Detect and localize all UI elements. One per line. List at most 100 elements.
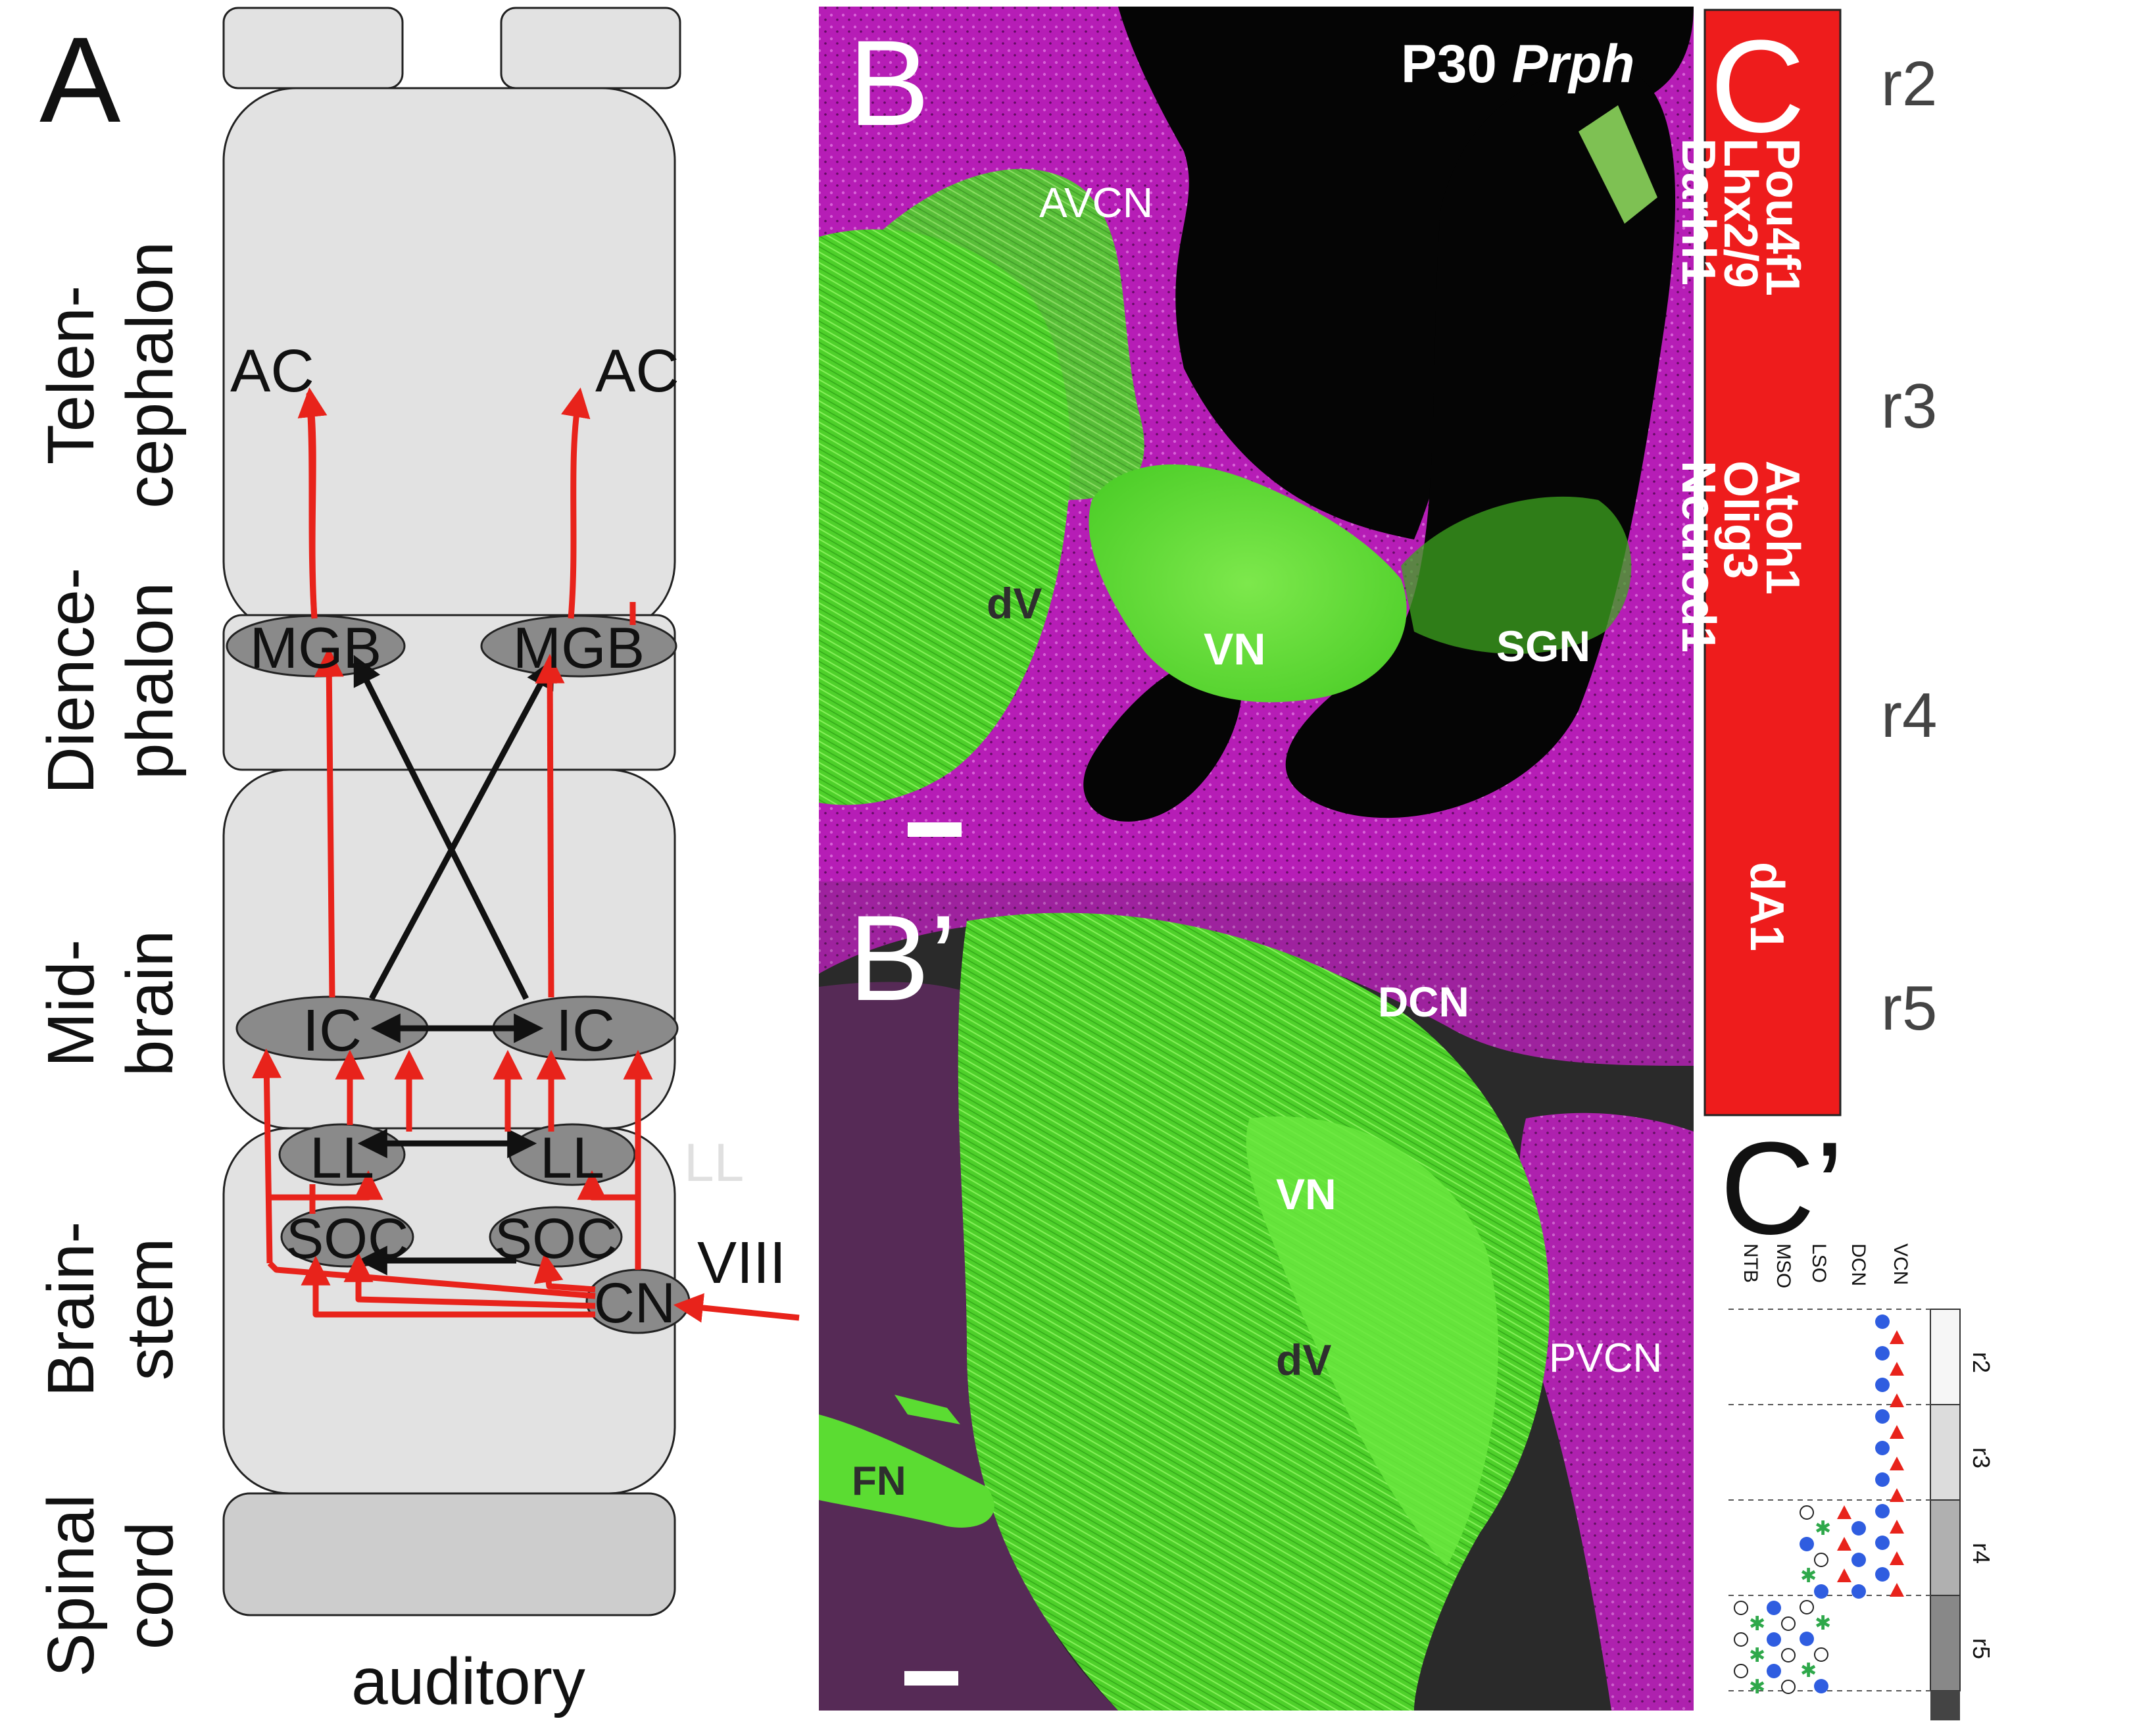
ac-right-label: AC — [595, 338, 679, 405]
c2-blue-cell — [1767, 1664, 1781, 1678]
olfactory-box-left — [222, 7, 404, 89]
c2-star-cell: ✱ — [1749, 1613, 1765, 1636]
c2-bar-tail — [1930, 1691, 1960, 1720]
panel-a: A Telen- cephalon Dience- phalon Mid- br… — [34, 7, 800, 1718]
panel-c-genes-col1: Pou4f1 Lhx2/9 Barhl1 — [1672, 138, 1809, 296]
c2-col-vcn: VCN — [1890, 1243, 1911, 1285]
c2-blue-cell — [1851, 1553, 1866, 1567]
ic-left-label: IC — [303, 998, 362, 1064]
c2-red-cell — [1890, 1457, 1904, 1470]
c2-open-cell — [1800, 1600, 1814, 1614]
panel-c-letter: C — [1710, 13, 1805, 160]
gene-lhx29: Lhx2/9 — [1714, 138, 1767, 288]
c2-open-cell — [1814, 1553, 1828, 1567]
rhombomere-r5-label: r5 — [1881, 973, 1937, 1043]
panel-b2-green-bright — [1246, 1116, 1498, 1566]
rhombomere-r4-label: r4 — [1881, 680, 1937, 751]
region-label-spinal-2: cord — [113, 1522, 187, 1650]
panel-c: C Pou4f1 Lhx2/9 Barhl1 Atoh1 Olig3 Neuro… — [1672, 9, 1937, 1116]
ll-right-label: LL — [540, 1125, 604, 1190]
c2-open-cell — [1781, 1648, 1796, 1663]
c2-bar-label-r4: r4 — [1968, 1543, 1995, 1564]
c2-bar-label-r3: r3 — [1968, 1447, 1995, 1468]
panel-b-label-avcn: AVCN — [1039, 179, 1153, 226]
panel-b-label-vn: VN — [1204, 624, 1265, 674]
panel-b-prime: B’ DCN VN dV PVCN FN — [819, 882, 1694, 1711]
panel-c-domain: dA1 — [1740, 862, 1793, 951]
c2-open-cell — [1781, 1680, 1796, 1694]
c2-blue-cell — [1767, 1601, 1781, 1615]
c2-cell-symbols: ✱✱✱✱✱✱✱ — [1734, 1314, 1904, 1699]
panel-b-label-dv: dV — [987, 579, 1042, 628]
region-label-brainstem-2: stem — [113, 1238, 187, 1381]
gene-barhl1: Barhl1 — [1672, 138, 1725, 286]
c2-blue-cell — [1875, 1378, 1890, 1392]
c2-blue-cell — [1875, 1441, 1890, 1455]
c2-red-cell — [1890, 1425, 1904, 1439]
c2-blue-cell — [1875, 1409, 1890, 1424]
c2-blue-cell — [1800, 1537, 1814, 1551]
ascending-pathways — [251, 387, 800, 1323]
c2-red-cell — [1890, 1330, 1904, 1344]
c2-bar-r3 — [1930, 1404, 1961, 1501]
panel-c-red-column — [1703, 9, 1842, 1116]
panel-b2-label-vn: VN — [1276, 1170, 1336, 1218]
c2-blue-cell — [1814, 1584, 1828, 1599]
olfactory-box-right — [500, 7, 681, 89]
ac-left-label: AC — [230, 338, 314, 405]
c2-blue-cell — [1875, 1536, 1890, 1550]
region-label-diencephalon-2: phalon — [113, 582, 187, 780]
c2-bar-r4 — [1930, 1499, 1961, 1596]
c2-red-cell — [1890, 1583, 1904, 1597]
c2-red-cell — [1890, 1551, 1904, 1565]
ll-outside-label: LL — [684, 1133, 744, 1193]
c2-star-cell: ✱ — [1749, 1644, 1765, 1667]
crossing-pathways — [353, 655, 554, 1276]
panel-a-letter: A — [39, 12, 121, 148]
panel-b2-label-dcn: DCN — [1378, 978, 1469, 1026]
c2-open-cell — [1734, 1632, 1748, 1647]
c2-open-cell — [1734, 1664, 1748, 1678]
c2-open-cell — [1814, 1647, 1828, 1662]
c2-red-cell — [1837, 1537, 1851, 1551]
c2-star-cell: ✱ — [1749, 1676, 1765, 1699]
region-label-brainstem-1: Brain- — [34, 1222, 108, 1397]
c2-open-cell — [1781, 1616, 1796, 1631]
spinal-cord-box — [222, 1492, 676, 1616]
c2-star-cell: ✱ — [1800, 1659, 1817, 1682]
gene-neurod1: Neurod1 — [1672, 461, 1725, 653]
panel-b2-magenta-right — [1519, 1112, 1694, 1711]
panel-b-green-strip — [1579, 105, 1657, 224]
panel-c-genes-col2: Atoh1 Olig3 Neurod1 — [1672, 461, 1809, 653]
region-label-diencephalon-1: Dience- — [34, 568, 108, 795]
gene-atoh1: Atoh1 — [1756, 461, 1809, 595]
c2-blue-cell — [1875, 1504, 1890, 1518]
panel-b-green-sgn — [1401, 496, 1632, 654]
c2-red-cell — [1837, 1505, 1851, 1519]
c2-bar-label-r5: r5 — [1968, 1638, 1995, 1659]
c2-blue-cell — [1767, 1632, 1781, 1647]
c2-star-cell: ✱ — [1815, 1612, 1831, 1635]
soc-right-label: SOC — [495, 1207, 617, 1270]
c2-red-cell — [1837, 1568, 1851, 1582]
region-label-spinal-1: Spinal — [34, 1494, 108, 1677]
mgb-left-label: MGB — [250, 615, 381, 680]
panel-b-title: P30 Prph — [1401, 34, 1635, 94]
rhombomere-r3-label: r3 — [1881, 371, 1937, 441]
auditory-caption: auditory — [351, 1645, 585, 1718]
c2-col-dcn: DCN — [1848, 1243, 1869, 1286]
panel-b2-label-pvcn: PVCN — [1549, 1336, 1662, 1381]
viii-nerve-label: VIII — [697, 1230, 786, 1296]
c2-red-cell — [1890, 1488, 1904, 1502]
panel-b2-green-fn-streak — [894, 1395, 960, 1424]
c2-blue-cell — [1875, 1314, 1890, 1329]
c2-blue-cell — [1851, 1521, 1866, 1536]
c2-col-mso: MSO — [1773, 1243, 1794, 1288]
panel-b2-label-dv: dV — [1276, 1336, 1331, 1384]
panel-b2-green-fn — [819, 1414, 994, 1528]
panel-b-scale-bar — [908, 822, 962, 837]
c2-blue-cell — [1875, 1567, 1890, 1582]
mgb-right-label: MGB — [513, 615, 645, 680]
panel-b-green-avcn — [875, 168, 1144, 500]
